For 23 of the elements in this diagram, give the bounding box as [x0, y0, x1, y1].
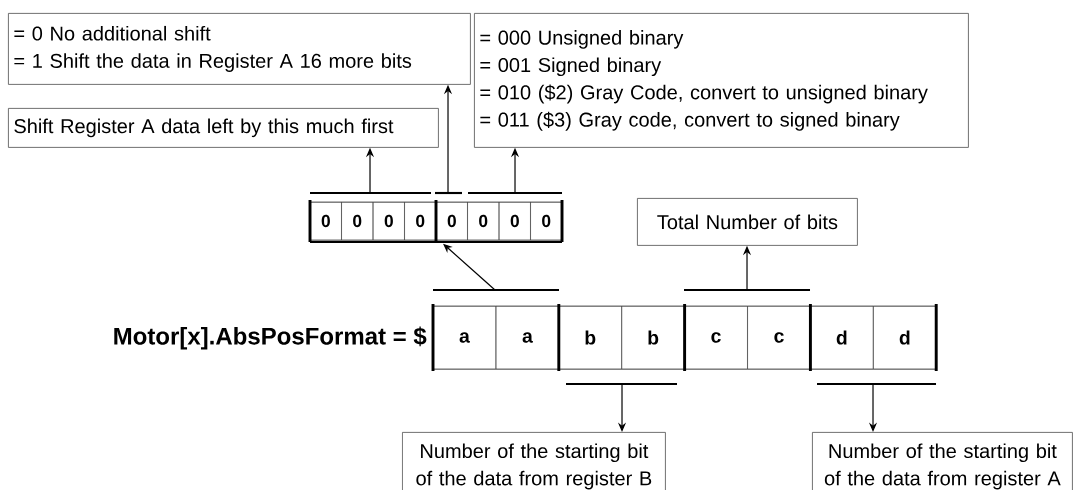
bit-cell: 0 — [435, 201, 468, 241]
bit-cell: d — [873, 305, 937, 370]
text-box: Total Number of bits — [637, 198, 858, 246]
register-name: Motor[x].AbsPosFormat = $ — [114, 326, 427, 350]
text-box: Shift Register A data left by this much first — [8, 108, 439, 148]
text-box: = 000 Unsigned binary = 001 Signed binary = 010 ($2) Gray Code, convert to unsigned binary = 011 ($3) Gray code, convert to signed binary — [474, 13, 969, 148]
bit-cell: a — [432, 305, 497, 370]
bit-cell: 0 — [404, 201, 437, 241]
text-box: Number of the starting bit of the data from register A — [812, 432, 1073, 490]
bit-cell: 0 — [309, 201, 342, 241]
text-box: Number of the starting bit of the data from register B — [402, 432, 666, 490]
bit-cell: c — [684, 305, 748, 370]
bit-cell: 0 — [530, 201, 563, 241]
bit-cell: d — [810, 305, 874, 370]
bit-cell: 0 — [467, 201, 500, 241]
bit-cell: 0 — [341, 201, 374, 241]
bit-cell: b — [558, 305, 622, 370]
text-box: = 0 No additional shift = 1 Shift the data in Register A 16 more bits — [8, 13, 471, 85]
bit-cell: c — [747, 305, 811, 370]
bit-cell: 0 — [372, 201, 405, 241]
bit-cell: 0 — [498, 201, 531, 241]
bit-cell: b — [621, 305, 685, 370]
bit-cell: a — [495, 305, 560, 370]
